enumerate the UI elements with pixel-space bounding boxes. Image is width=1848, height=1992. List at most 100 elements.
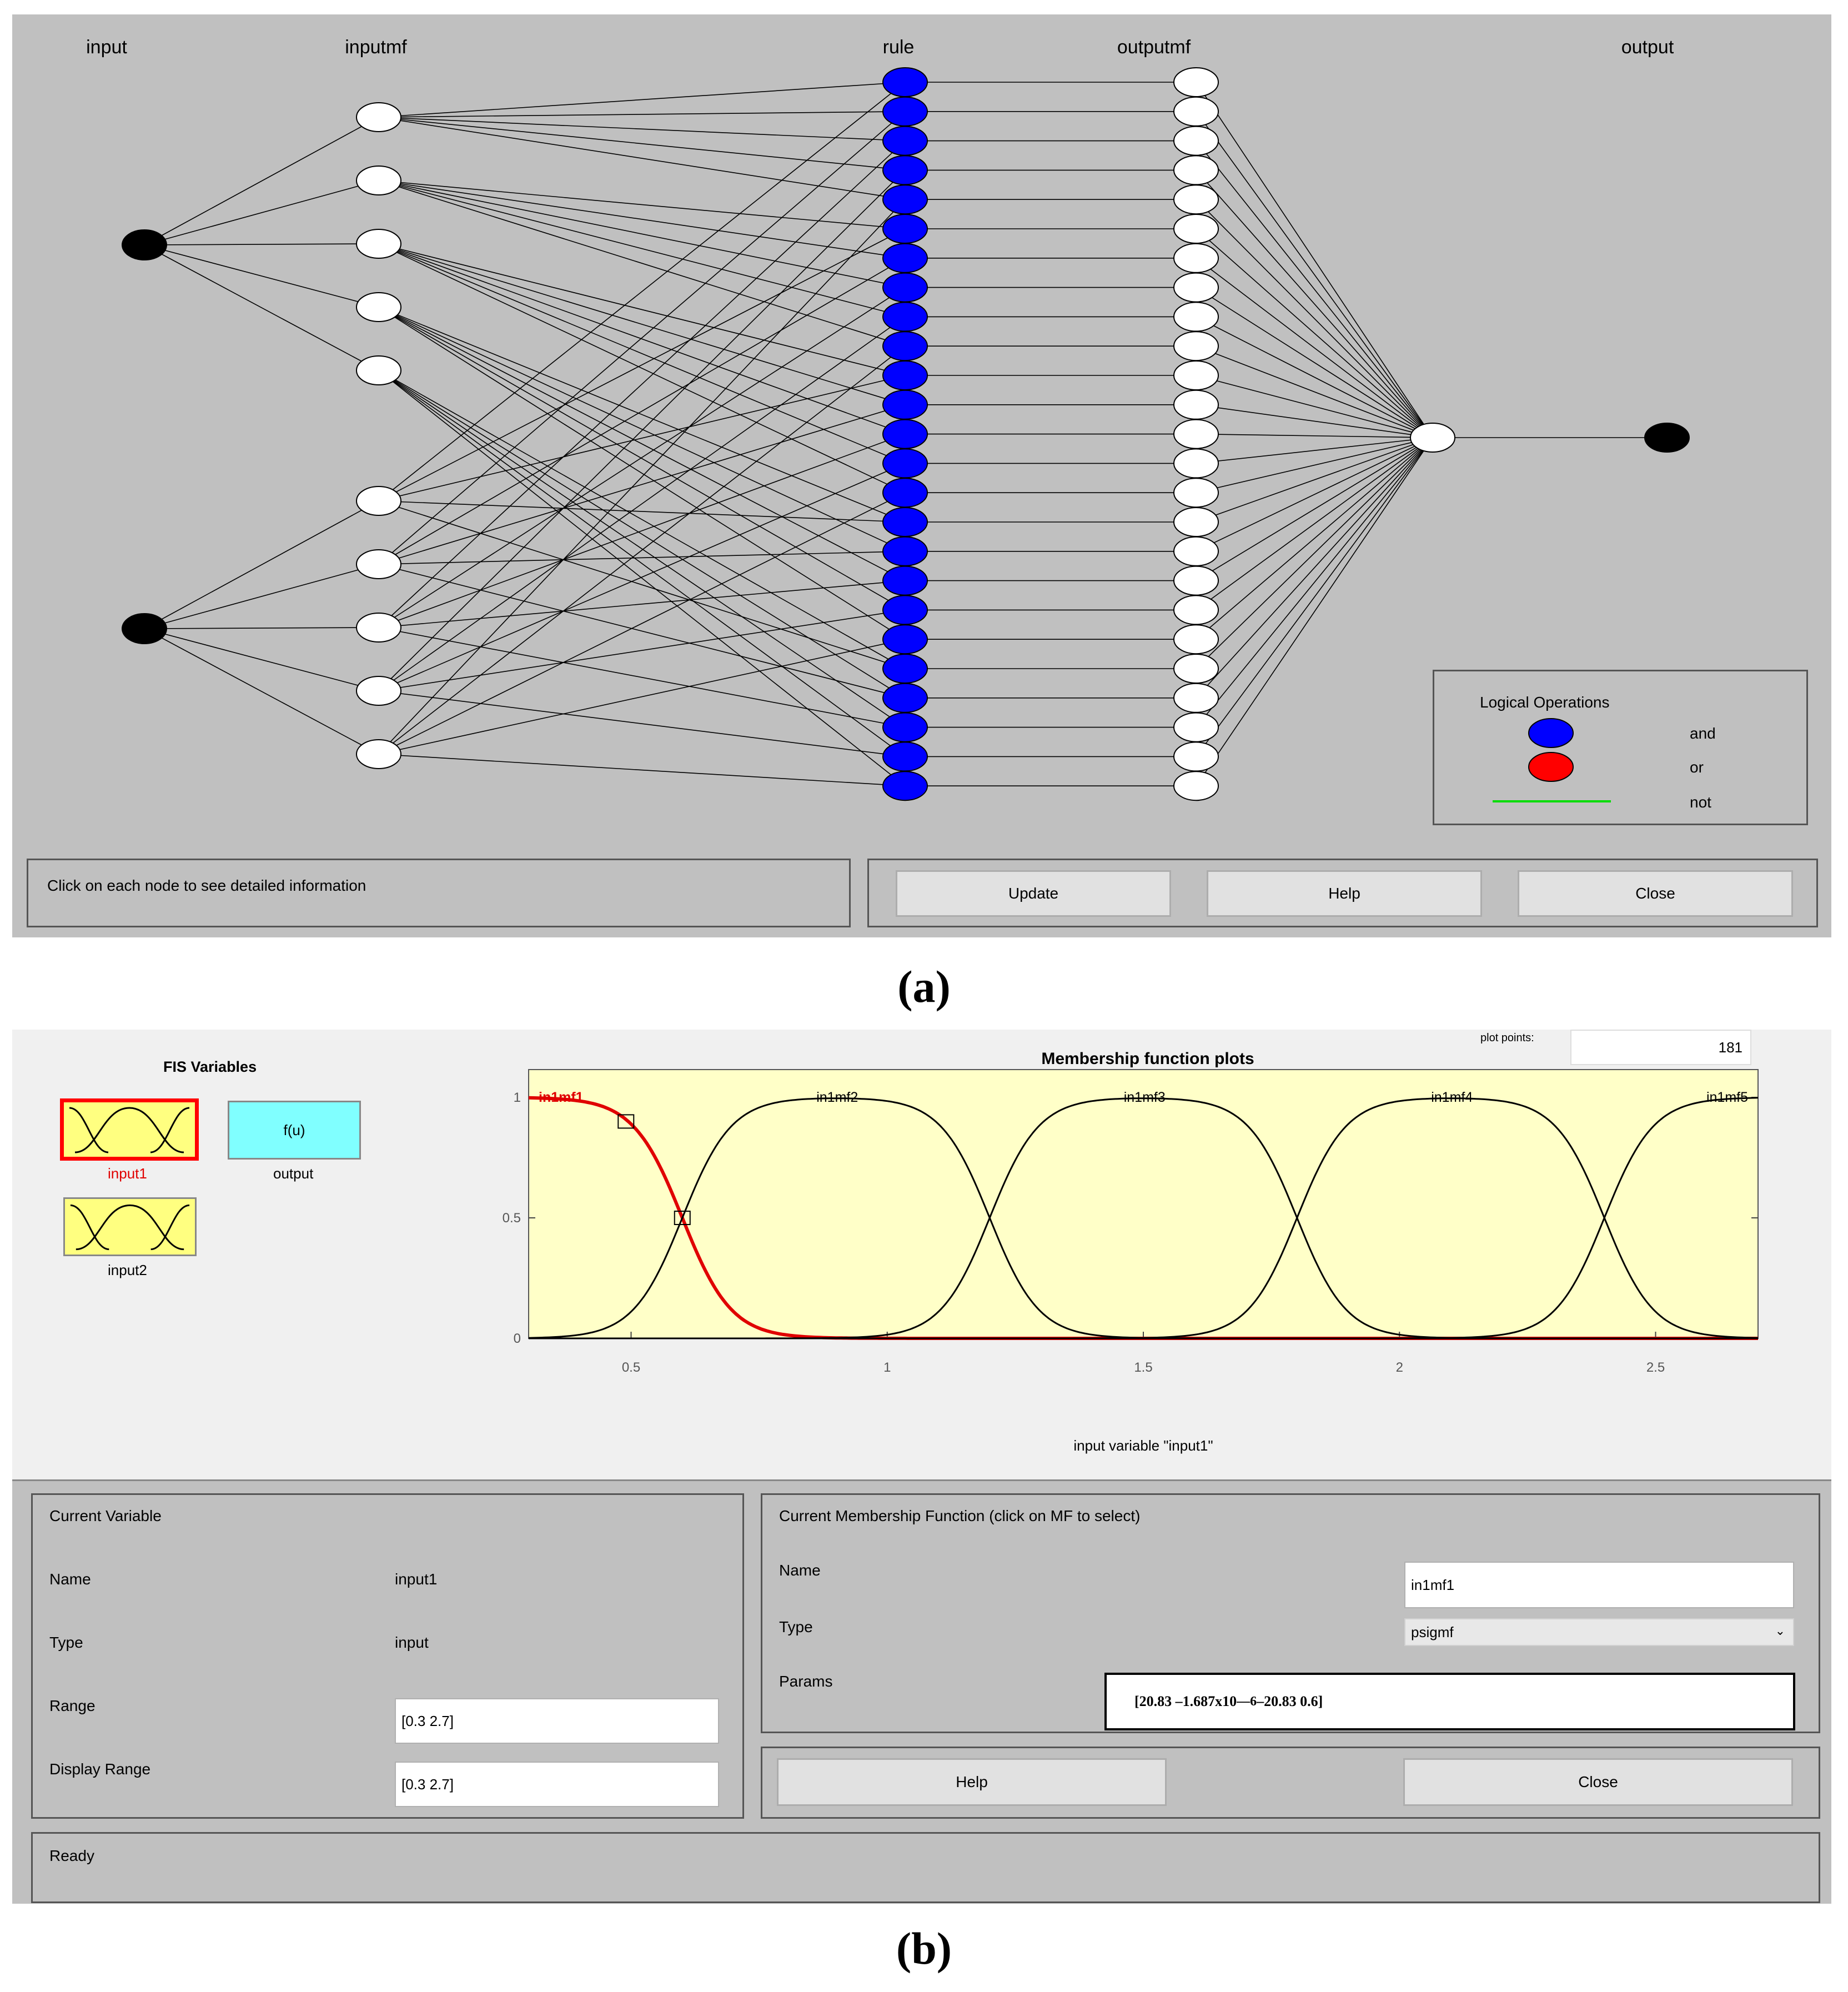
rule-node-5[interactable] (882, 184, 928, 215)
input-node-1[interactable] (122, 229, 167, 260)
mf-drag-handle[interactable] (674, 1211, 691, 1225)
outputmf-node-16[interactable] (1173, 507, 1219, 537)
outputmf-node-22[interactable] (1173, 683, 1219, 713)
close-button[interactable]: Close (1403, 1758, 1793, 1806)
outputmf-node-10[interactable] (1173, 331, 1219, 362)
variable-input2[interactable] (63, 1197, 197, 1256)
mf-drag-handle[interactable] (617, 1114, 635, 1129)
outputmf-node-1[interactable] (1173, 67, 1219, 97)
outputmf-node-15[interactable] (1173, 478, 1219, 508)
inputmf-node-2-5[interactable] (356, 739, 401, 769)
rule-node-3[interactable] (882, 126, 928, 156)
rule-node-10[interactable] (882, 331, 928, 362)
mf-params-field[interactable]: [20.83 –1.687x10—6 –20.83 0.6] (1104, 1673, 1795, 1730)
inputmf-node-1-1[interactable] (356, 102, 401, 132)
rule-node-8[interactable] (882, 272, 928, 303)
outputmf-node-12[interactable] (1173, 389, 1219, 420)
rule-node-9[interactable] (882, 302, 928, 332)
mf-rule-link (378, 117, 906, 171)
outputmf-node-4[interactable] (1173, 155, 1219, 185)
outputmf-node-20[interactable] (1173, 624, 1219, 655)
outputmf-aggregate-link (1196, 433, 1433, 438)
inputmf-node-1-5[interactable] (356, 355, 401, 385)
outputmf-node-7[interactable] (1173, 243, 1219, 273)
variable-input1[interactable] (60, 1098, 199, 1161)
mf-type-label: Type (779, 1618, 813, 1635)
mf-rule-link (378, 180, 906, 288)
outputmf-node-13[interactable] (1173, 419, 1219, 449)
help-button[interactable]: Help (777, 1758, 1167, 1806)
rule-node-1[interactable] (882, 67, 928, 97)
close-button[interactable]: Close (1518, 870, 1793, 917)
rule-node-16[interactable] (882, 507, 928, 537)
outputmf-node-24[interactable] (1173, 741, 1219, 772)
outputmf-node-11[interactable] (1173, 360, 1219, 390)
inputmf-node-1-3[interactable] (356, 229, 401, 259)
outputmf-node-6[interactable] (1173, 214, 1219, 244)
inputmf-node-1-4[interactable] (356, 292, 401, 322)
input-node-2[interactable] (122, 613, 167, 644)
rule-node-20[interactable] (882, 624, 928, 655)
rule-node-15[interactable] (882, 478, 928, 508)
rule-node-24[interactable] (882, 741, 928, 772)
outputmf-node-8[interactable] (1173, 272, 1219, 303)
outputmf-node-3[interactable] (1173, 126, 1219, 156)
inputmf-node-2-2[interactable] (356, 549, 401, 579)
outputmf-node-14[interactable] (1173, 448, 1219, 479)
outputmf-node-9[interactable] (1173, 302, 1219, 332)
help-button[interactable]: Help (1207, 870, 1482, 917)
outputmf-node-17[interactable] (1173, 536, 1219, 566)
mf-rule-link (378, 228, 906, 501)
rule-node-25[interactable] (882, 771, 928, 801)
rule-node-19[interactable] (882, 595, 928, 625)
outputmf-node-19[interactable] (1173, 595, 1219, 625)
aggregate-node[interactable] (1410, 423, 1455, 453)
rule-node-17[interactable] (882, 536, 928, 566)
outputmf-node-2[interactable] (1173, 96, 1219, 127)
outputmf-node-18[interactable] (1173, 565, 1219, 596)
range-field[interactable]: [0.3 2.7] (395, 1698, 719, 1744)
mf-label-in1mf3[interactable]: in1mf3 (1124, 1090, 1166, 1105)
mf-rule-link (378, 307, 906, 523)
rule-node-11[interactable] (882, 360, 928, 390)
outputmf-node-23[interactable] (1173, 712, 1219, 742)
mf-rule-link (378, 627, 906, 728)
mf-editor-top: FIS Variables input1 f(u) output input2 … (12, 1030, 1831, 1479)
outputmf-node-5[interactable] (1173, 184, 1219, 215)
rule-node-4[interactable] (882, 155, 928, 185)
outputmf-node-25[interactable] (1173, 771, 1219, 801)
rule-node-7[interactable] (882, 243, 928, 273)
mf-name-field[interactable]: in1mf1 (1404, 1562, 1794, 1608)
rule-node-21[interactable] (882, 654, 928, 684)
mf-label-in1mf5[interactable]: in1mf5 (1706, 1090, 1748, 1105)
inputmf-node-2-4[interactable] (356, 676, 401, 706)
plot-points-field[interactable]: 181 (1570, 1030, 1751, 1065)
rule-node-12[interactable] (882, 389, 928, 420)
rule-node-22[interactable] (882, 683, 928, 713)
current-mf-title: Current Membership Function (click on MF… (779, 1507, 1141, 1524)
mf-label-in1mf4[interactable]: in1mf4 (1431, 1090, 1473, 1105)
mf-rule-link (378, 169, 906, 691)
rule-node-23[interactable] (882, 712, 928, 742)
mf-curve-in1mf5[interactable] (529, 1097, 1759, 1339)
inputmf-node-2-1[interactable] (356, 486, 401, 516)
mf-label-in1mf2[interactable]: in1mf2 (816, 1090, 858, 1105)
rule-node-18[interactable] (882, 565, 928, 596)
output-node[interactable] (1644, 423, 1690, 453)
display-range-field[interactable]: [0.3 2.7] (395, 1762, 719, 1807)
mf-type-select[interactable]: psigmf ⌄ (1404, 1618, 1794, 1646)
input-mf-link (144, 627, 379, 629)
rule-node-13[interactable] (882, 419, 928, 449)
inputmf-node-1-2[interactable] (356, 165, 401, 195)
rule-node-14[interactable] (882, 448, 928, 479)
variable-output[interactable]: f(u) (228, 1101, 361, 1160)
rule-node-2[interactable] (882, 96, 928, 127)
outputmf-node-21[interactable] (1173, 654, 1219, 684)
update-button[interactable]: Update (896, 870, 1171, 917)
mf-label-in1mf1[interactable]: in1mf1 (539, 1090, 584, 1105)
x-axis-label: input variable "input1" (1073, 1437, 1213, 1454)
mf-status-text: Ready (49, 1847, 94, 1864)
rule-node-6[interactable] (882, 214, 928, 244)
inputmf-node-2-3[interactable] (356, 613, 401, 643)
